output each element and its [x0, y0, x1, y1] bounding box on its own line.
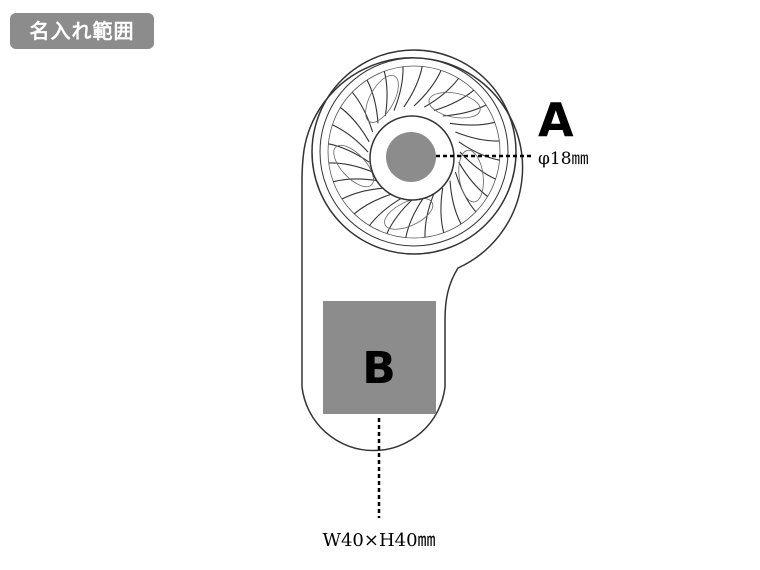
- grill-spoke: [405, 196, 425, 238]
- grill-spoke: [332, 124, 369, 153]
- grill-spoke: [366, 79, 379, 124]
- fan-blade: [333, 144, 374, 188]
- grill-spoke: [458, 161, 488, 197]
- label-a-size: φ18㎜: [538, 149, 589, 169]
- fan-head-grill-ring: [327, 65, 501, 239]
- fan-head-outer-ring: [311, 49, 517, 255]
- grill-spoke: [383, 71, 388, 117]
- print-area-badge: 名入れ範囲: [10, 13, 154, 49]
- label-b-letter: B: [362, 343, 396, 394]
- label-b-size: W40×H40㎜: [322, 530, 435, 551]
- grill-spoke: [459, 151, 496, 180]
- fan-blade: [365, 75, 399, 123]
- grill-spoke: [353, 192, 395, 215]
- grill-spoke: [403, 66, 423, 108]
- grill-spoke: [423, 78, 459, 108]
- label-a-letter: A: [538, 93, 574, 147]
- grill-spoke: [433, 89, 475, 112]
- grill-spoke: [413, 70, 442, 107]
- fan-blade: [458, 149, 484, 203]
- grill-spoke: [340, 107, 370, 143]
- grill-spoke: [455, 131, 500, 142]
- grill-spoke: [386, 197, 415, 234]
- grill-spoke: [440, 187, 445, 233]
- grill-spoke: [393, 66, 404, 111]
- print-area-b: [323, 301, 436, 414]
- fan-blade: [384, 197, 434, 230]
- print-area-a: [386, 132, 436, 182]
- grill-spoke: [341, 187, 386, 200]
- fan-blade: [428, 92, 481, 119]
- grill-spoke: [458, 141, 500, 161]
- fan-grill-blades: [328, 66, 500, 238]
- grill-spoke: [328, 162, 373, 173]
- grill-spoke: [449, 121, 495, 126]
- grill-spoke: [351, 91, 374, 133]
- fan-head-inner-ring: [319, 57, 509, 247]
- grill-spoke: [328, 143, 370, 163]
- grill-spoke: [449, 180, 462, 225]
